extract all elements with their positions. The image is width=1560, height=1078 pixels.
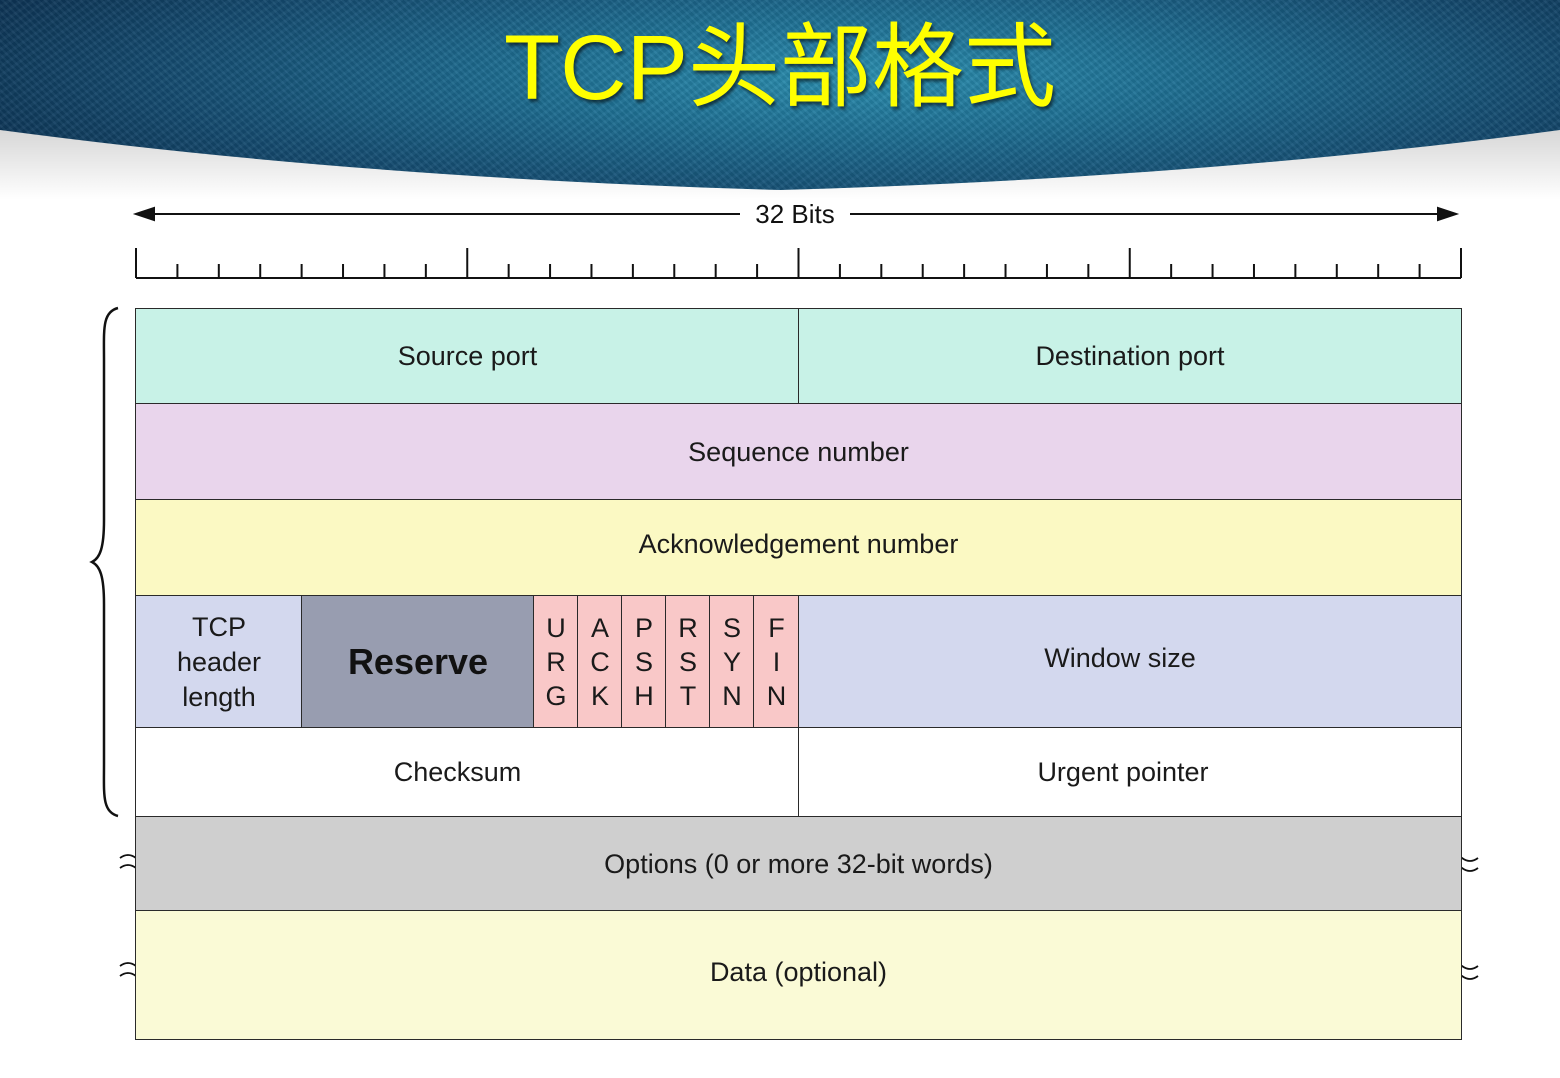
- destination-port-label: Destination port: [1035, 341, 1225, 371]
- flag-urg-char-3: G: [545, 681, 567, 711]
- header-length-field: TCP header length: [135, 595, 303, 729]
- flag-syn-char-1: S: [722, 613, 741, 643]
- urgent-pointer-field: Urgent pointer: [798, 727, 1462, 818]
- data-label: Data (optional): [709, 956, 888, 987]
- flag-ack: A C K: [577, 595, 623, 729]
- slide-title: TCP头部格式: [503, 17, 1056, 119]
- flag-fin: F I N: [753, 595, 800, 729]
- header-brace: [89, 306, 119, 818]
- flag-fin-char-1: F: [768, 613, 785, 643]
- header-length-line-2: header: [176, 646, 262, 677]
- flag-syn-char-2: Y: [722, 647, 741, 677]
- bit-ruler: [135, 248, 1462, 279]
- flag-fin-char-3: N: [766, 681, 787, 711]
- flag-urg-char-2: R: [546, 647, 566, 677]
- flag-rst-char-2: S: [678, 647, 697, 677]
- flag-psh-char-3: H: [634, 681, 654, 711]
- flag-psh-char-2: S: [634, 647, 653, 677]
- window-size-field: Window size: [798, 595, 1462, 729]
- flag-syn-char-3: N: [722, 681, 742, 711]
- flag-rst-char-3: T: [679, 681, 697, 711]
- bits-arrow: [132, 206, 1460, 222]
- source-port-field: Source port: [135, 308, 800, 405]
- flag-syn: S Y N: [709, 595, 755, 729]
- flag-rst: R S T: [665, 595, 711, 729]
- header-length-line-3: length: [182, 681, 256, 712]
- flag-urg: U R G: [533, 595, 579, 729]
- destination-port-field: Destination port: [798, 308, 1462, 405]
- urgent-pointer-label: Urgent pointer: [1037, 757, 1209, 787]
- options-label: Options (0 or more 32-bit words): [604, 848, 993, 879]
- sequence-number-label: Sequence number: [688, 436, 909, 467]
- flag-psh: P S H: [621, 595, 667, 729]
- flag-ack-char-3: K: [590, 681, 609, 711]
- bits-label: 32 Bits: [740, 198, 850, 230]
- flag-ack-char-2: C: [590, 647, 610, 677]
- options-field: Options (0 or more 32-bit words): [135, 816, 1462, 912]
- data-field: Data (optional): [135, 910, 1462, 1040]
- checksum-label: Checksum: [393, 757, 522, 787]
- header-length-line-1: TCP: [192, 611, 246, 642]
- source-port-label: Source port: [397, 341, 538, 371]
- reserve-field: Reserve: [301, 595, 535, 729]
- acknowledgement-number-field: Acknowledgement number: [135, 499, 1462, 597]
- flag-rst-char-1: R: [678, 613, 698, 643]
- window-size-label: Window size: [1044, 642, 1196, 673]
- reserve-label: Reserve: [347, 641, 489, 682]
- title-banner: [0, 0, 1560, 190]
- flag-ack-char-1: A: [590, 613, 609, 643]
- acknowledgement-number-label: Acknowledgement number: [638, 528, 959, 559]
- checksum-field: Checksum: [135, 727, 800, 818]
- flag-psh-char-1: P: [634, 613, 653, 643]
- sequence-number-field: Sequence number: [135, 403, 1462, 501]
- flag-fin-char-2: I: [772, 647, 781, 677]
- flag-urg-char-1: U: [546, 613, 566, 643]
